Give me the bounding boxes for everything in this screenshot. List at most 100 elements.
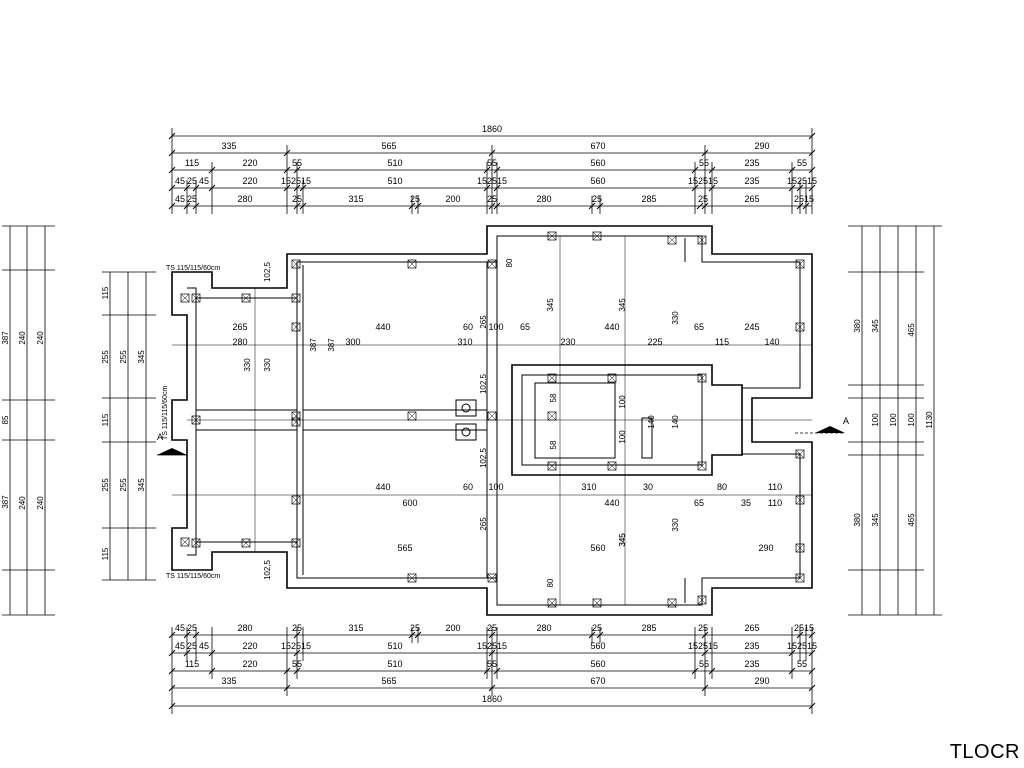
svg-text:255: 255 xyxy=(101,350,110,364)
svg-text:345: 345 xyxy=(137,478,146,492)
svg-text:510: 510 xyxy=(387,158,402,168)
svg-text:55: 55 xyxy=(699,158,709,168)
column-marker xyxy=(241,538,251,548)
svg-text:565: 565 xyxy=(381,676,396,686)
svg-text:280: 280 xyxy=(536,194,551,204)
top-dimension-chains: 1860 335 565 670 290 115 220 55 510 55 5… xyxy=(168,124,817,214)
dim-left-col4: 240 240 xyxy=(36,331,45,510)
column-marker xyxy=(697,235,707,245)
svg-text:55: 55 xyxy=(487,158,497,168)
svg-text:670: 670 xyxy=(590,676,605,686)
svg-text:510: 510 xyxy=(387,641,402,651)
svg-text:115: 115 xyxy=(101,547,110,560)
svg-text:440: 440 xyxy=(604,322,619,332)
footing-label-top: TS 115/115/60cm xyxy=(166,265,220,272)
dim-right-total: 1130 xyxy=(925,411,934,429)
svg-text:290: 290 xyxy=(754,676,769,686)
svg-text:65: 65 xyxy=(694,498,704,508)
svg-text:A: A xyxy=(843,416,849,426)
svg-text:225: 225 xyxy=(647,337,662,347)
column-marker xyxy=(667,598,677,608)
svg-text:285: 285 xyxy=(641,623,656,633)
column-marker-cross xyxy=(592,598,602,608)
svg-text:345: 345 xyxy=(871,513,880,527)
svg-text:100: 100 xyxy=(871,413,880,427)
column-marker-cross xyxy=(795,259,805,269)
svg-text:25: 25 xyxy=(698,194,708,204)
column-marker xyxy=(547,373,557,383)
column-marker xyxy=(547,598,557,608)
svg-text:265: 265 xyxy=(744,194,759,204)
drawing-title: TLOCR xyxy=(949,741,1020,763)
svg-text:330: 330 xyxy=(243,358,252,372)
svg-text:102,5: 102,5 xyxy=(263,261,272,282)
svg-text:25: 25 xyxy=(698,623,708,633)
svg-text:102,5: 102,5 xyxy=(479,373,488,394)
column-marker xyxy=(795,573,805,583)
svg-text:387: 387 xyxy=(1,495,10,509)
svg-text:235: 235 xyxy=(744,158,759,168)
svg-text:65: 65 xyxy=(694,322,704,332)
svg-text:110: 110 xyxy=(768,498,782,508)
column-marker xyxy=(487,259,497,269)
column-marker-cross xyxy=(795,543,805,553)
svg-text:235: 235 xyxy=(744,659,759,669)
svg-text:25: 25 xyxy=(487,623,497,633)
dim-left-col1: 387 85 387 xyxy=(1,331,10,509)
svg-text:265: 265 xyxy=(479,315,488,329)
svg-text:560: 560 xyxy=(590,158,605,168)
column-marker-cross xyxy=(487,411,497,421)
svg-text:315: 315 xyxy=(348,194,363,204)
svg-text:345: 345 xyxy=(871,319,880,333)
column-marker-cross xyxy=(191,293,201,303)
svg-text:280: 280 xyxy=(237,623,252,633)
svg-text:265: 265 xyxy=(479,517,488,531)
svg-text:115: 115 xyxy=(185,659,199,669)
svg-text:152515: 152515 xyxy=(688,176,718,186)
column-marker-cross xyxy=(191,538,201,548)
svg-text:220: 220 xyxy=(242,176,257,186)
svg-text:345: 345 xyxy=(618,298,627,312)
svg-text:25: 25 xyxy=(292,623,302,633)
svg-text:25: 25 xyxy=(187,194,197,204)
svg-text:85: 85 xyxy=(1,415,10,424)
column-marker-cross xyxy=(795,573,805,583)
column-marker xyxy=(795,449,805,459)
column-marker-cross xyxy=(291,495,301,505)
svg-text:240: 240 xyxy=(36,496,45,510)
svg-text:510: 510 xyxy=(387,659,402,669)
svg-text:230: 230 xyxy=(560,337,575,347)
svg-text:30: 30 xyxy=(643,482,653,492)
inner-wall xyxy=(187,235,801,606)
svg-text:290: 290 xyxy=(758,543,773,553)
bottom-dimension-chains: 45 25 280 25 315 25 200 25 280 25 285 25… xyxy=(168,623,817,714)
column-marker-cross xyxy=(291,411,301,421)
svg-text:255: 255 xyxy=(119,478,128,492)
column-marker xyxy=(607,373,617,383)
left-dimension-chains: 387 85 387 240 240 240 240 115 255 115 2… xyxy=(1,225,156,616)
pillar-symbols xyxy=(455,399,477,441)
column-marker xyxy=(795,259,805,269)
dim-bottom-total: 1860 xyxy=(482,694,502,704)
svg-text:560: 560 xyxy=(590,176,605,186)
column-marker xyxy=(547,461,557,471)
svg-text:58: 58 xyxy=(549,393,558,402)
column-marker xyxy=(487,573,497,583)
footing-label-bottom: TS 115/115/60cm xyxy=(166,573,220,580)
svg-text:560: 560 xyxy=(590,659,605,669)
column-marker-cross xyxy=(795,322,805,332)
svg-text:235: 235 xyxy=(744,176,759,186)
column-marker xyxy=(697,595,707,605)
footing-label-middle: TS 115/115/60cm xyxy=(162,386,169,440)
svg-text:58: 58 xyxy=(549,440,558,449)
svg-text:280: 280 xyxy=(536,623,551,633)
svg-text:45: 45 xyxy=(175,194,185,204)
column-marker-cross xyxy=(547,231,557,241)
column-marker xyxy=(547,411,557,421)
column-marker-cross xyxy=(291,322,301,332)
svg-text:140: 140 xyxy=(764,337,779,347)
column-marker-cross xyxy=(407,259,417,269)
svg-text:102,5: 102,5 xyxy=(263,559,272,580)
dim-left-col2: 240 240 xyxy=(18,331,27,510)
svg-text:265: 265 xyxy=(744,623,759,633)
